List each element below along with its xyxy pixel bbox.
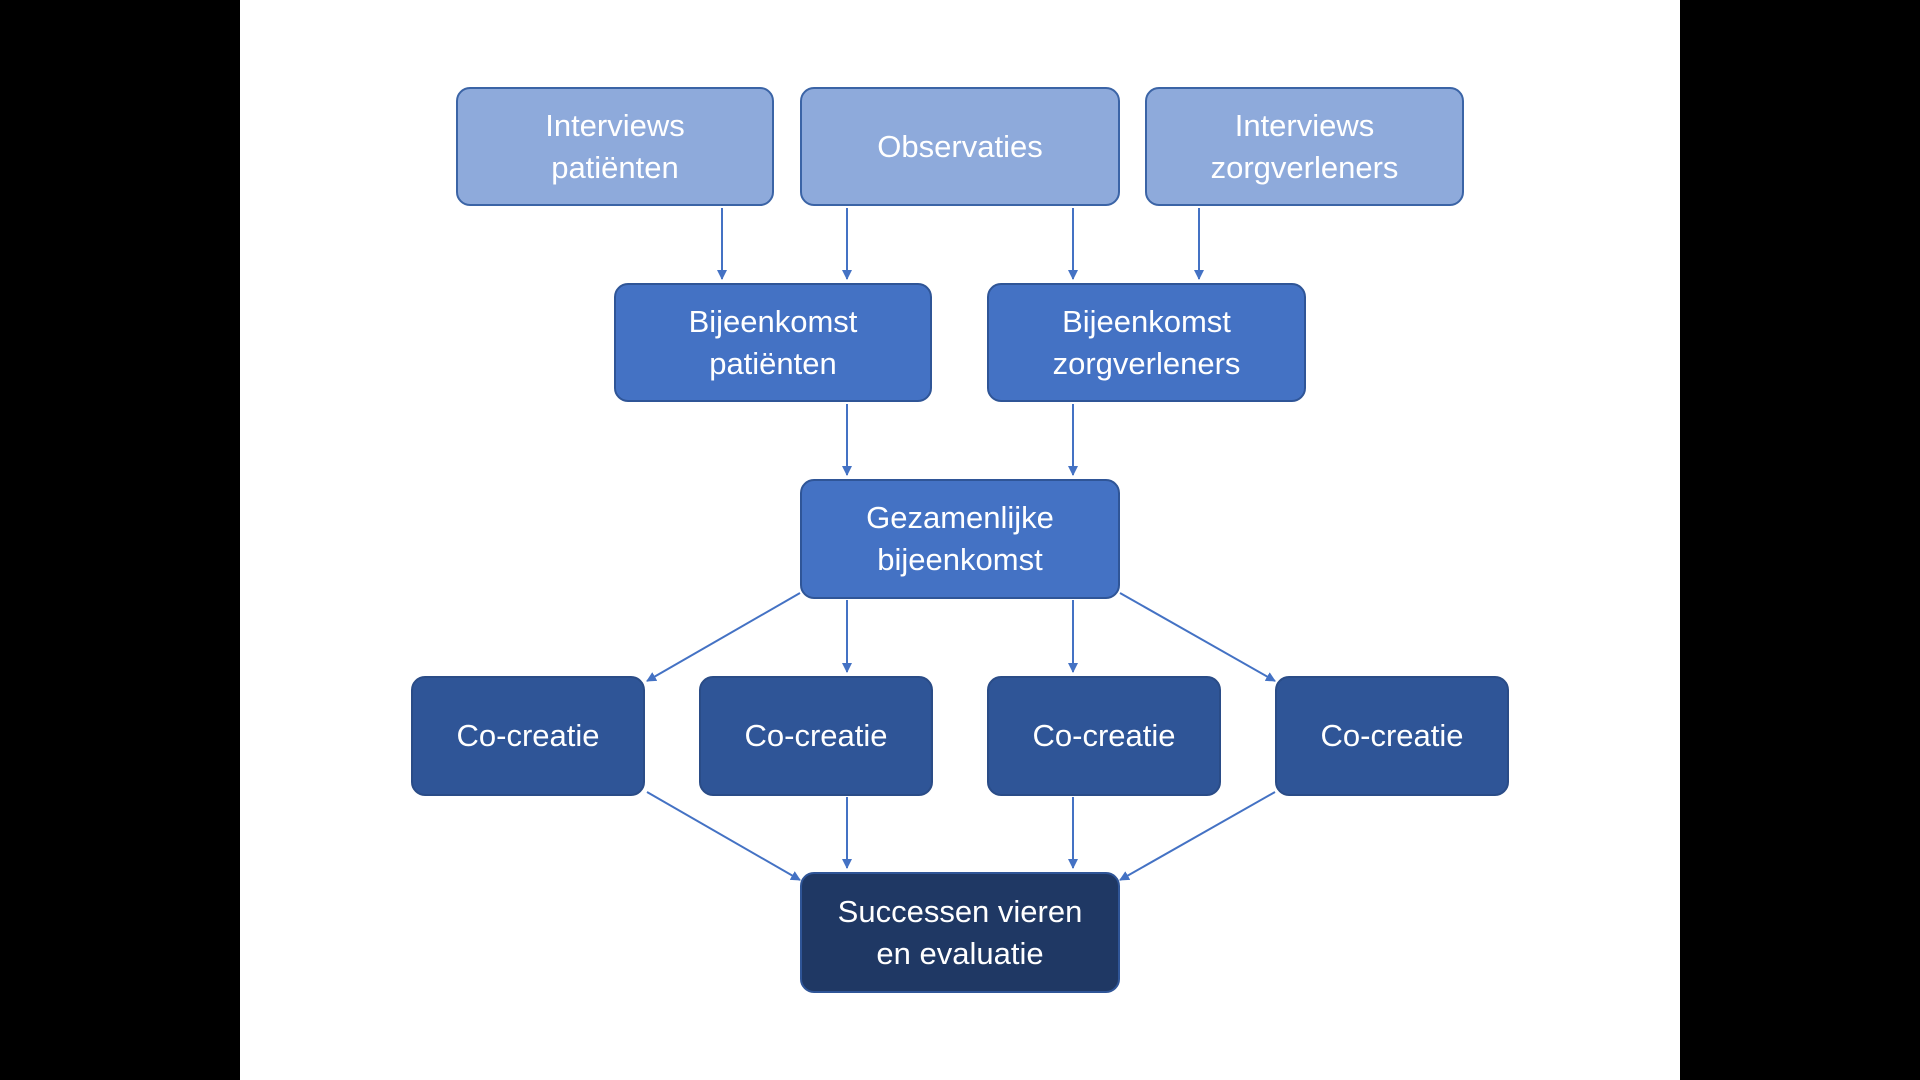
node-cocreation-3-label: Co-creatie	[1032, 718, 1176, 753]
node-cocreation-1-label: Co-creatie	[456, 718, 600, 753]
node-celebrate-evaluate-label: Successen vieren en evaluatie	[837, 893, 1083, 971]
node-cocreation-2-label: Co-creatie	[744, 718, 888, 753]
arrow-joint-to-cocreation-1	[646, 592, 801, 682]
node-cocreation-4-label: Co-creatie	[1320, 718, 1464, 753]
node-joint-meeting-label: Gezamenlijke bijeenkomst	[866, 500, 1054, 577]
node-meeting-caregivers-label: Bijeenkomst zorgverleners	[1052, 303, 1241, 381]
node-meeting-patients: Bijeenkomst patiënten	[614, 283, 932, 402]
node-celebrate-evaluate: Successen vieren en evaluatie	[800, 872, 1120, 993]
arrow-cocreation-4-to-final	[1119, 791, 1276, 881]
node-cocreation-3: Co-creatie	[987, 676, 1221, 796]
node-cocreation-1: Co-creatie	[411, 676, 645, 796]
node-meeting-patients-label: Bijeenkomst patiënten	[688, 303, 858, 381]
node-observations-label: Observaties	[877, 128, 1043, 164]
node-cocreation-4: Co-creatie	[1275, 676, 1509, 796]
node-interviews-patients: Interviews patiënten	[456, 87, 774, 206]
node-cocreation-2: Co-creatie	[699, 676, 933, 796]
node-meeting-caregivers: Bijeenkomst zorgverleners	[987, 283, 1306, 402]
arrow-cocreation-1-to-final	[646, 791, 801, 881]
node-joint-meeting: Gezamenlijke bijeenkomst	[800, 479, 1120, 599]
node-observations: Observaties	[800, 87, 1120, 206]
arrow-joint-to-cocreation-4	[1119, 592, 1276, 682]
node-interviews-caregivers-label: Interviews zorgverleners	[1210, 107, 1399, 185]
node-interviews-caregivers: Interviews zorgverleners	[1145, 87, 1464, 206]
node-interviews-patients-label: Interviews patiënten	[545, 107, 685, 185]
